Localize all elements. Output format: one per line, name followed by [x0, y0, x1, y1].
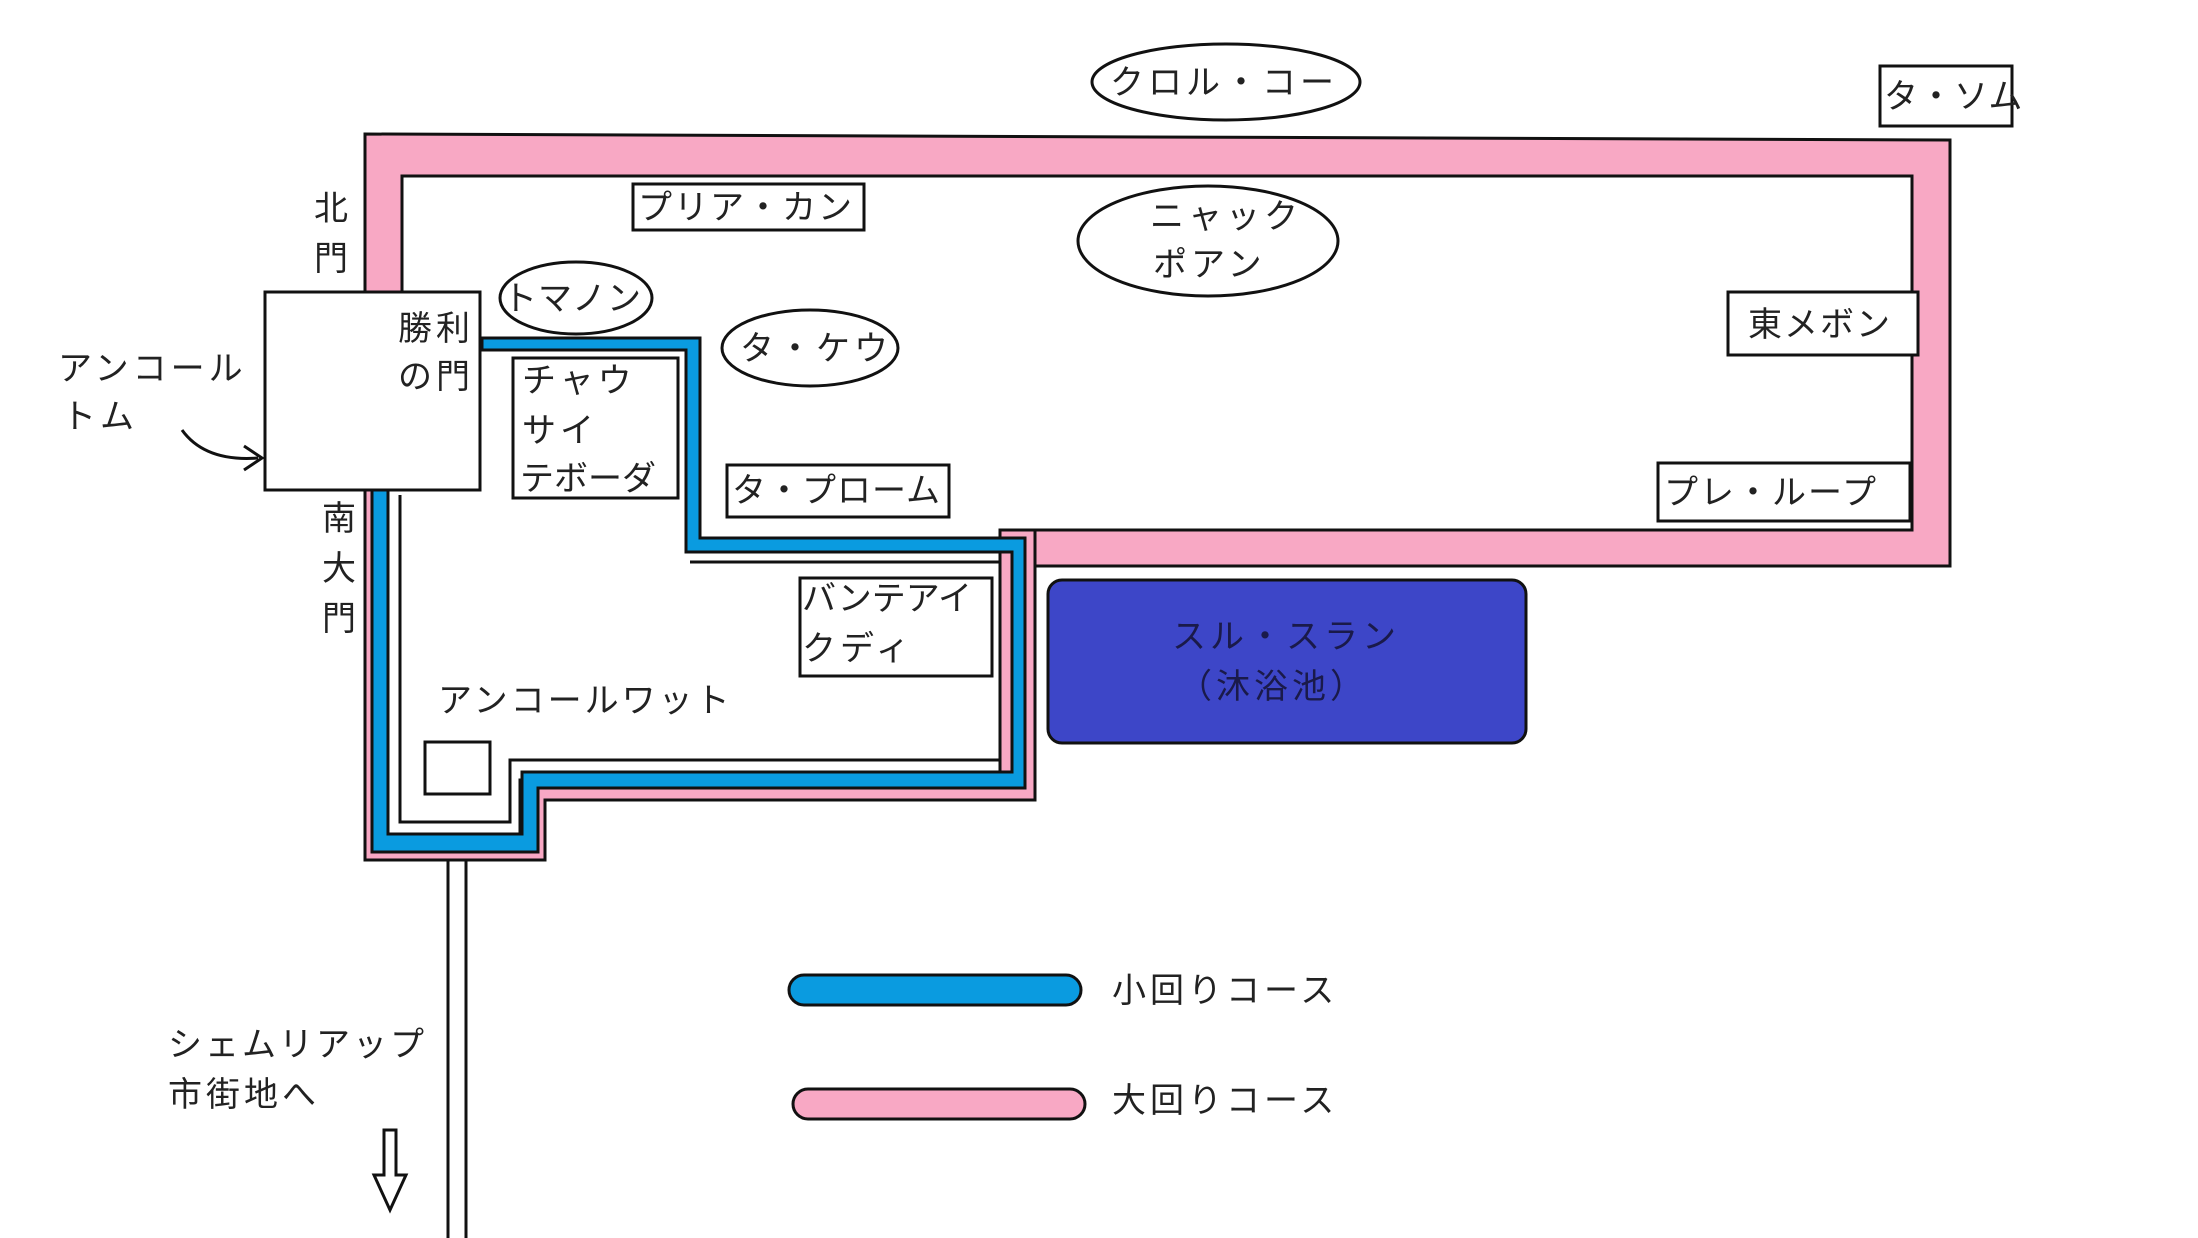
victory-gate-label-2: の門 [398, 357, 474, 397]
site-east-mebon-label: 東メボン [1748, 305, 1892, 345]
site-preah-khan-label: プリア・カン [638, 188, 854, 228]
legend-small-course: 小回りコース [787, 971, 1338, 1011]
site-ta-keo[interactable]: タ・ケウ [720, 308, 900, 388]
site-neak-pean-label-2: ポアン [1153, 245, 1266, 285]
north-gate-label-1: 北 [314, 189, 352, 229]
legend-large-course-label: 大回りコース [1112, 1081, 1338, 1121]
legend-large-course: 大回りコース [791, 1081, 1338, 1121]
site-chau-say-tevoda-label-2: サイ [522, 411, 598, 451]
small-course-route [370, 336, 1027, 854]
site-ta-prohm[interactable]: タ・プローム [725, 463, 951, 519]
site-chau-say-tevoda-label-1: チャウ [522, 361, 636, 401]
lower-loop-inner [398, 495, 1002, 824]
site-ta-prohm-label: タ・プローム [732, 471, 941, 511]
site-krol-ko-label: クロル・コー [1110, 63, 1338, 103]
angkor-wat-label[interactable]: アンコールワット [438, 681, 733, 721]
site-pre-rup[interactable]: プレ・ループ [1656, 461, 1912, 523]
north-gate-label-2: 門 [314, 239, 352, 279]
angkor-thom-label-2: トム [62, 397, 138, 437]
site-banteay-kdei[interactable]: バンテアイ クディ [798, 576, 994, 678]
victory-gate[interactable]: 勝利 の門 [398, 309, 474, 397]
angkor-thom-label[interactable]: アンコール トム [58, 349, 247, 437]
site-thommanon[interactable]: トマノン [498, 260, 654, 336]
site-krol-ko[interactable]: クロル・コー [1090, 42, 1362, 122]
site-ta-som-label: タ・ソム [1884, 77, 2023, 117]
road-to-siem-reap [446, 860, 468, 1238]
small-course-band [370, 336, 1027, 854]
angkor-thom-label-1: アンコール [58, 349, 247, 389]
legend: 小回りコース 大回りコース [787, 971, 1338, 1121]
site-banteay-kdei-label-2: クディ [802, 629, 914, 669]
site-pre-rup-label: プレ・ループ [1664, 473, 1878, 513]
legend-small-course-label: 小回りコース [1112, 971, 1338, 1011]
siem-reap-label-1: シェムリアップ [168, 1025, 427, 1065]
srah-srang-pond: スル・スラン （沐浴池） [1046, 578, 1528, 745]
south-gate-label-1: 南 [322, 499, 360, 539]
site-ta-keo-label: タ・ケウ [740, 329, 892, 369]
angkor-wat-marker [423, 740, 492, 796]
legend-large-course-swatch [791, 1087, 1087, 1121]
siem-reap-label-2: 市街地へ [168, 1075, 320, 1115]
site-banteay-kdei-label-1: バンテアイ [802, 579, 972, 619]
down-arrow-icon [371, 1128, 409, 1214]
site-chau-say-tevoda[interactable]: チャウ サイ テボーダ [511, 356, 680, 500]
south-gate-label-3: 門 [322, 599, 360, 639]
south-gate-label-2: 大 [322, 549, 360, 589]
curved-arrow-icon [180, 429, 265, 472]
north-gate[interactable]: 北 門 [314, 189, 352, 279]
site-chau-say-tevoda-label-3: テボーダ [520, 459, 656, 499]
victory-gate-label-1: 勝利 [398, 309, 474, 349]
south-gate[interactable]: 南 大 門 [322, 499, 360, 639]
site-ta-som[interactable]: タ・ソム [1878, 64, 2023, 128]
site-preah-khan[interactable]: プリア・カン [631, 182, 866, 232]
srah-srang-sublabel: （沐浴池） [1178, 667, 1368, 707]
legend-small-course-swatch [787, 973, 1083, 1007]
site-neak-pean[interactable]: ニャック ポアン [1076, 184, 1340, 298]
angkor-thom-box [263, 290, 482, 492]
site-east-mebon[interactable]: 東メボン [1726, 290, 1920, 357]
site-neak-pean-label-1: ニャック [1150, 197, 1302, 237]
site-thommanon-label: トマノン [503, 279, 642, 319]
siem-reap-label[interactable]: シェムリアップ 市街地へ [168, 1025, 427, 1115]
srah-srang-label: スル・スラン [1172, 617, 1400, 657]
